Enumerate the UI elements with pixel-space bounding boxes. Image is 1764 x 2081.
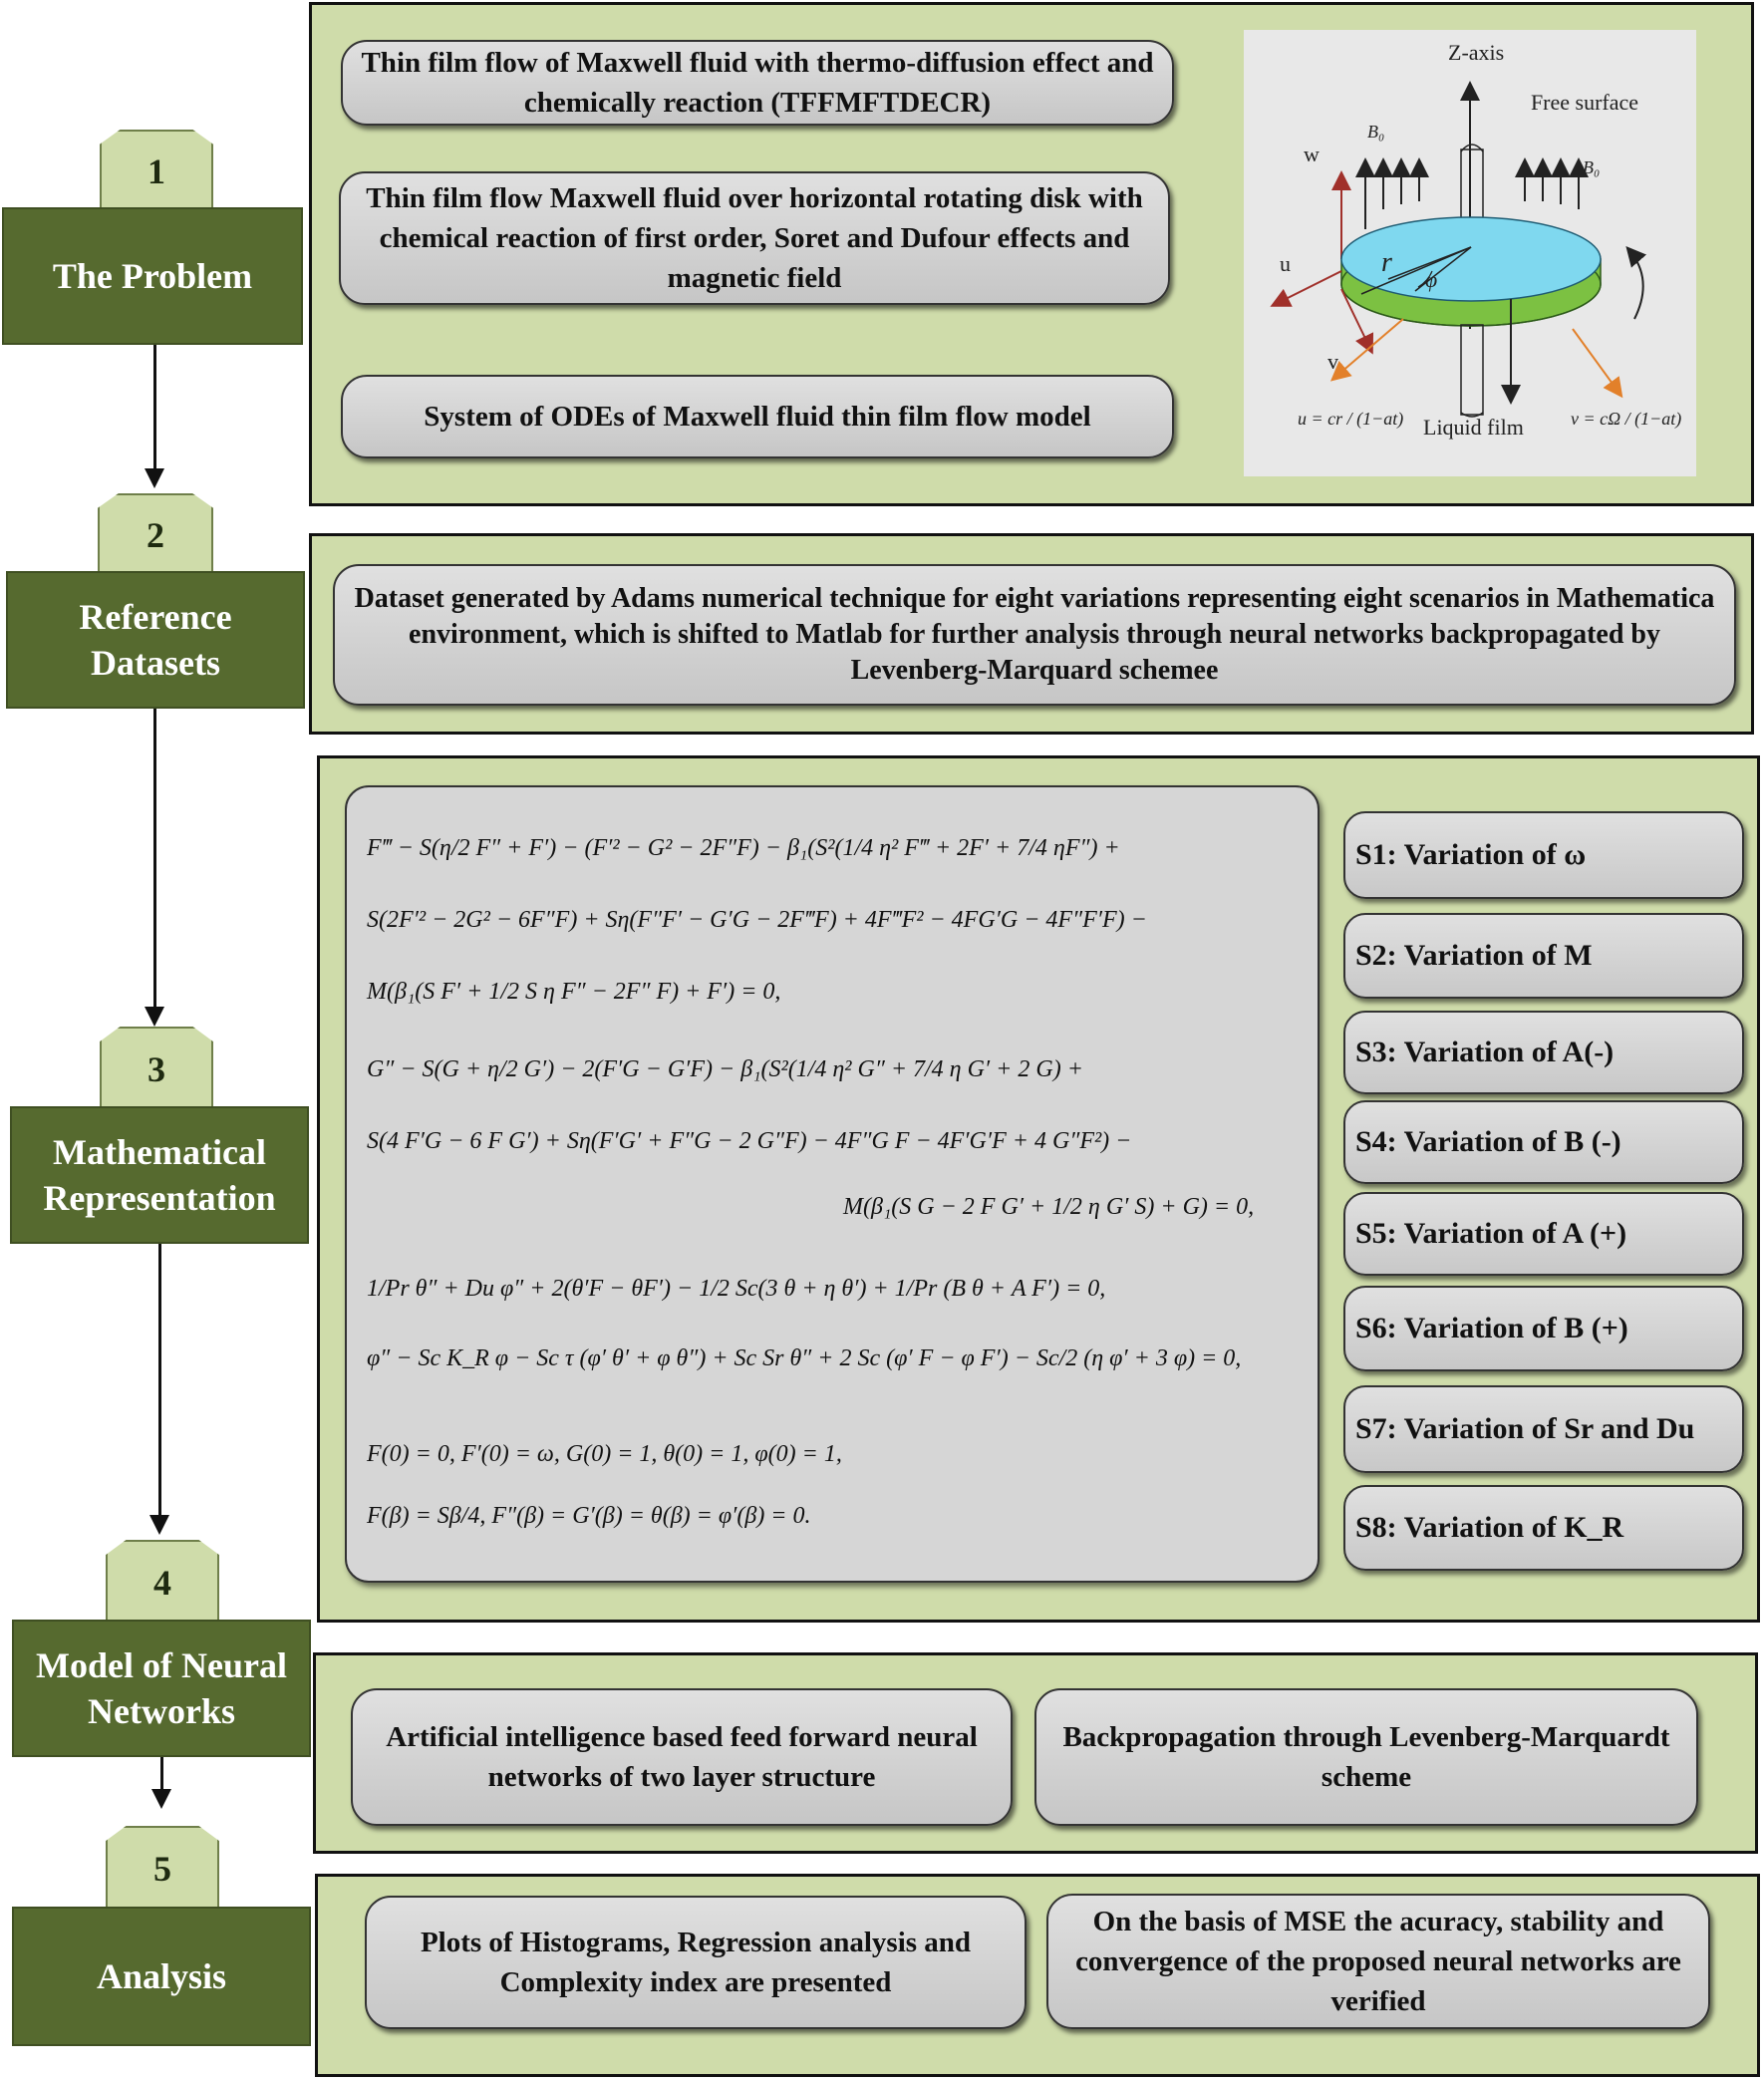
u-orange-arrow — [1329, 318, 1404, 382]
neural-architecture-text: Artificial intelligence based feed forwa… — [386, 1721, 978, 1793]
scenario-s1: S1: Variation of ω — [1343, 811, 1744, 899]
scenario-s7-label: S7: Variation of Sr and Du — [1355, 1412, 1695, 1445]
shaft-top-cap — [1460, 144, 1484, 152]
equation-1b: S(2F′² − 2G² − 6F″F) + Sη(F″F′ − G′G − 2… — [367, 907, 1147, 933]
scenario-s2: S2: Variation of M — [1343, 913, 1744, 999]
scenario-s1-label: S1: Variation of ω — [1355, 838, 1587, 871]
equation-2c: M(β₁(S G − 2 F G′ + 1/2 η G′ S) + G) = 0… — [843, 1194, 1255, 1220]
step-5-box: Analysis — [12, 1907, 311, 2046]
v-label: v — [1327, 349, 1338, 374]
step-3-number: 3 — [147, 1049, 165, 1089]
scenario-s7: S7: Variation of Sr and Du — [1343, 1385, 1744, 1473]
v-arrow — [1340, 288, 1374, 355]
step-4-label: Model of Neural Networks — [36, 1645, 287, 1731]
step-5-tab: 5 — [106, 1826, 219, 1910]
arrow-2-3-line — [153, 709, 156, 1008]
scenario-s5-label: S5: Variation of A (+) — [1355, 1217, 1627, 1250]
boundary-conditions-2: F(β) = Sβ/4, F″(β) = G′(β) = θ(β) = φ′(β… — [367, 1503, 811, 1529]
equation-4: φ″ − Sc K_R φ − Sc τ (φ′ θ′ + φ θ″) + Sc… — [367, 1345, 1242, 1371]
problem-odes-box: System of ODEs of Maxwell fluid thin fil… — [341, 375, 1174, 458]
liquid-film-label: Liquid film — [1423, 415, 1524, 440]
u-arrow — [1270, 270, 1342, 307]
step-5-label: Analysis — [96, 1956, 227, 1996]
scenario-s3: S3: Variation of A(-) — [1343, 1011, 1744, 1094]
arrow-1-2-line — [153, 345, 156, 468]
equation-3: 1/Pr θ″ + Du φ″ + 2(θ′F − θF′) − 1/2 Sc(… — [367, 1276, 1106, 1302]
step-3-box: Mathematical Representation — [10, 1106, 309, 1244]
step-2-box: Reference Datasets — [6, 571, 305, 709]
shaft-bottom — [1460, 324, 1484, 416]
scenario-s8: S8: Variation of K_R — [1343, 1485, 1744, 1571]
equation-1a: F‴ − S(η/2 F″ + F′) − (F′² − G² − 2F″F) … — [367, 835, 1120, 861]
w-label: w — [1304, 142, 1320, 166]
step-2-number: 2 — [147, 515, 164, 555]
equations-box — [345, 785, 1320, 1583]
b0-right-label: B₀ — [1583, 157, 1601, 177]
v-equation: v = cΩ / (1−at) — [1571, 409, 1682, 429]
scenario-s6: S6: Variation of B (+) — [1343, 1286, 1744, 1371]
problem-odes-text: System of ODEs of Maxwell fluid thin fil… — [424, 401, 1091, 433]
problem-description-box: Thin film flow Maxwell fluid over horizo… — [339, 171, 1170, 305]
analysis-plots-box: Plots of Histograms, Regression analysis… — [365, 1896, 1027, 2029]
problem-title-box: Thin film flow of Maxwell fluid with the… — [341, 40, 1174, 126]
v-orange-arrow — [1572, 328, 1623, 399]
r-label: r — [1381, 247, 1392, 278]
scenario-s2-label: S2: Variation of M — [1355, 939, 1593, 972]
equation-1c: M(β₁(S F′ + 1/2 S η F″ − 2F″ F) + F′) = … — [367, 979, 781, 1005]
rotating-disk-figure: Z-axis Free surface B₀ B₀ w u v r φ Liqu… — [1244, 30, 1696, 476]
scenario-s6-label: S6: Variation of B (+) — [1355, 1312, 1628, 1344]
u-equation: u = cr / (1−at) — [1298, 409, 1404, 429]
z-axis-label: Z-axis — [1448, 40, 1505, 65]
scenario-s3-label: S3: Variation of A(-) — [1355, 1036, 1615, 1068]
rotation-arrow — [1625, 245, 1647, 320]
step-2-label: Reference Datasets — [79, 597, 232, 683]
step-1-label: The Problem — [52, 256, 253, 296]
step-1-box: The Problem — [2, 207, 303, 345]
scenario-s8-label: S8: Variation of K_R — [1355, 1511, 1624, 1544]
scenario-s4-label: S4: Variation of B (-) — [1355, 1125, 1621, 1158]
phi-label: φ — [1425, 267, 1438, 292]
arrow-3-4-line — [158, 1244, 161, 1515]
step-4-box: Model of Neural Networks — [12, 1620, 311, 1757]
rotating-disk-svg — [1270, 81, 1647, 418]
problem-description-text: Thin film flow Maxwell fluid over horizo… — [366, 182, 1143, 294]
scenario-s4: S4: Variation of B (-) — [1343, 1100, 1744, 1184]
step-3-tab: 3 — [100, 1027, 213, 1110]
arrow-4-5-line — [160, 1757, 163, 1789]
datasets-box: Dataset generated by Adams numerical tec… — [333, 564, 1736, 706]
step-1-tab: 1 — [100, 130, 213, 211]
arrow-4-5-head — [151, 1789, 171, 1809]
arrow-3-4-head — [149, 1515, 169, 1535]
equation-2a: G″ − S(G + η/2 G′) − 2(F′G − G′F) − β₁(S… — [367, 1056, 1083, 1082]
arrow-2-3-head — [145, 1007, 164, 1027]
neural-training-box: Backpropagation through Levenberg-Marqua… — [1034, 1688, 1698, 1826]
step-1-number: 1 — [147, 151, 165, 191]
analysis-mse-box: On the basis of MSE the acuracy, stabili… — [1046, 1894, 1710, 2029]
boundary-conditions-1: F(0) = 0, F′(0) = ω, G(0) = 1, θ(0) = 1,… — [367, 1441, 842, 1467]
equation-2b: S(4 F′G − 6 F G′) + Sη(F′G′ + F″G − 2 G″… — [367, 1128, 1132, 1154]
neural-training-text: Backpropagation through Levenberg-Marqua… — [1062, 1721, 1670, 1793]
arrow-1-2-head — [145, 468, 164, 488]
free-surface-label: Free surface — [1530, 90, 1639, 115]
step-4-tab: 4 — [106, 1540, 219, 1624]
step-2-tab: 2 — [98, 493, 213, 575]
step-3-label: Mathematical Representation — [43, 1132, 276, 1218]
step-4-number: 4 — [153, 1563, 171, 1603]
problem-title-text: Thin film flow of Maxwell fluid with the… — [361, 47, 1154, 119]
analysis-plots-text: Plots of Histograms, Regression analysis… — [420, 1927, 972, 1998]
datasets-text: Dataset generated by Adams numerical tec… — [354, 583, 1715, 686]
b0-left-label: B₀ — [1367, 122, 1385, 142]
scenario-s5: S5: Variation of A (+) — [1343, 1192, 1744, 1276]
step-5-number: 5 — [153, 1849, 171, 1889]
neural-architecture-box: Artificial intelligence based feed forwa… — [351, 1688, 1013, 1826]
u-label: u — [1280, 251, 1291, 276]
disk-top — [1340, 216, 1602, 302]
analysis-mse-text: On the basis of MSE the acuracy, stabili… — [1075, 1906, 1681, 2017]
